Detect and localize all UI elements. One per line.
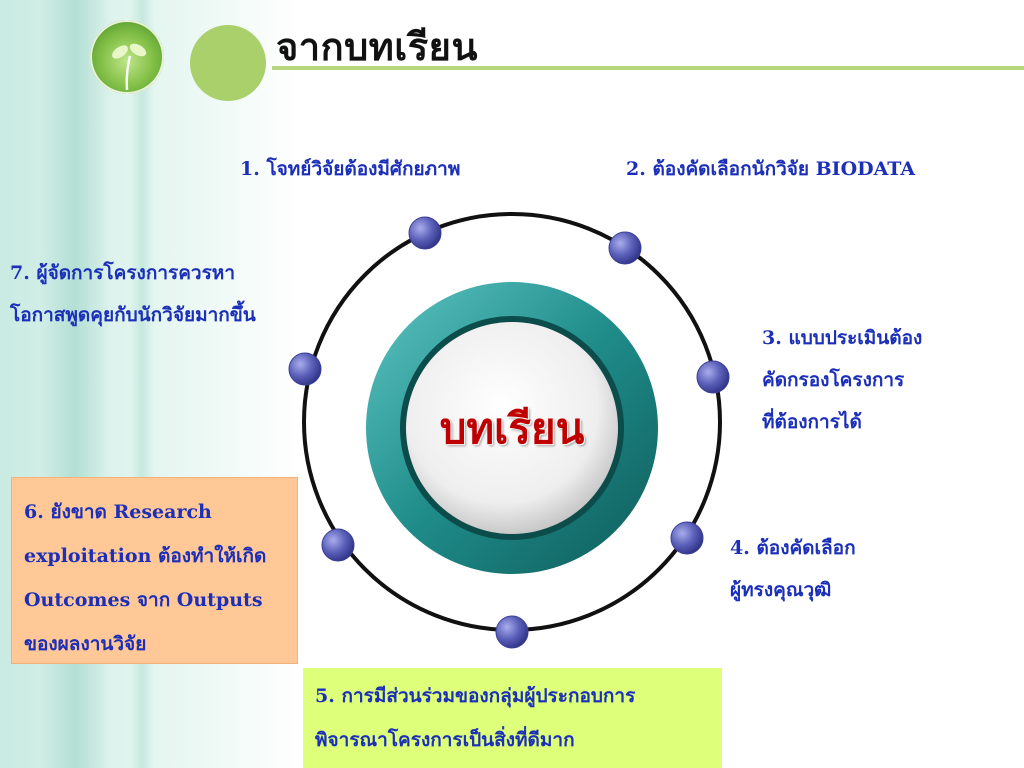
item-4-line: 4. ต้องคัดเลือก bbox=[730, 537, 856, 559]
item-5-line: 5. การมีส่วนร่วมของกลุ่มผู้ประกอบการ bbox=[315, 685, 636, 707]
header-decorative-circle bbox=[190, 25, 266, 101]
item-3-line: ที่ต้องการได้ bbox=[762, 411, 862, 433]
item-2-label: 2. ต้องคัดเลือกนักวิจัย BIODATA bbox=[626, 148, 915, 190]
item-4-line: ผู้ทรงคุณวุฒิ bbox=[730, 579, 832, 601]
item-1-label: 1. โจทย์วิจัยต้องมีศักยภาพ bbox=[240, 148, 460, 190]
item-2-line: 2. ต้องคัดเลือกนักวิจัย BIODATA bbox=[626, 158, 916, 180]
hub-core bbox=[406, 322, 618, 534]
orbit-node-4 bbox=[670, 521, 704, 555]
item-6-line: exploitation ต้องทำให้เกิด bbox=[24, 545, 267, 567]
orbit-node-7 bbox=[288, 352, 322, 386]
item-3-line: 3. แบบประเมินต้อง bbox=[762, 327, 923, 349]
item-3-label: 3. แบบประเมินต้อง คัดกรองโครงการ ที่ต้อง… bbox=[762, 317, 922, 443]
orbit-node-2 bbox=[608, 231, 642, 265]
item-7-label: 7. ผู้จัดการโครงการควรหา โอกาสพูดคุยกับน… bbox=[10, 252, 256, 336]
item-5-line: พิจารณาโครงการเป็นสิ่งที่ดีมาก bbox=[315, 729, 575, 751]
item-6-line: 6. ยังขาด Research bbox=[24, 501, 212, 523]
item-6-line: Outcomes จาก Outputs bbox=[24, 589, 263, 611]
item-5-box: 5. การมีส่วนร่วมของกลุ่มผู้ประกอบการ พิจ… bbox=[303, 668, 722, 768]
item-7-line: โอกาสพูดคุยกับนักวิจัยมากขึ้น bbox=[10, 304, 256, 326]
orbit-node-6 bbox=[321, 528, 355, 562]
item-1-line: 1. โจทย์วิจัยต้องมีศักยภาพ bbox=[240, 158, 461, 180]
orbit-node-5 bbox=[495, 615, 529, 649]
orbit-node-1 bbox=[408, 216, 442, 250]
item-7-line: 7. ผู้จัดการโครงการควรหา bbox=[10, 262, 235, 284]
hub-label: บทเรียน bbox=[439, 404, 585, 453]
sprout-photo-icon bbox=[90, 20, 164, 94]
item-4-label: 4. ต้องคัดเลือก ผู้ทรงคุณวุฒิ bbox=[730, 527, 856, 611]
item-6-line: ของผลงานวิจัย bbox=[24, 633, 147, 655]
page-title: จากบทเรียน bbox=[276, 24, 478, 69]
title-underline bbox=[272, 66, 1024, 70]
item-3-line: คัดกรองโครงการ bbox=[762, 369, 905, 391]
item-6-box: 6. ยังขาด Research exploitation ต้องทำให… bbox=[11, 477, 298, 664]
orbit-node-3 bbox=[696, 360, 730, 394]
orbit-nodes bbox=[288, 216, 730, 649]
